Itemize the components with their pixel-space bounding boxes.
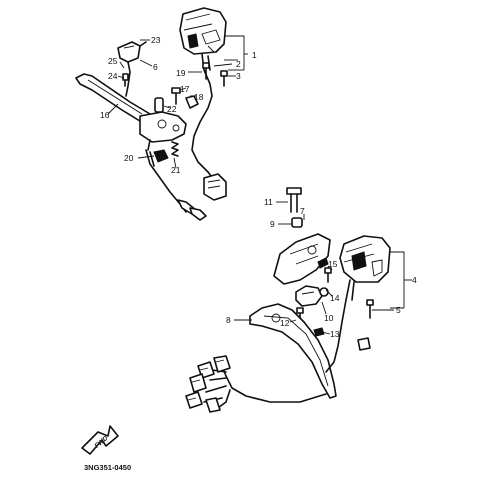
callout-4: 4	[412, 275, 417, 285]
switch-screw-19	[202, 62, 210, 80]
callout-7: 7	[300, 206, 305, 216]
callout-21: 21	[171, 165, 181, 175]
callout-20: 20	[124, 153, 134, 163]
callout-24: 24	[108, 71, 118, 81]
screw-15	[324, 267, 332, 283]
right-handlebar-switch	[339, 235, 391, 283]
nut-20	[153, 149, 169, 163]
lever-bracket	[139, 111, 187, 151]
clutch-switch-wire	[145, 149, 207, 221]
callout-15: 15	[328, 259, 338, 269]
callout-13: 13	[330, 329, 340, 339]
fwd-arrow-icon: FWD	[81, 425, 119, 455]
callout-2: 2	[236, 59, 241, 69]
callout-3: 3	[236, 71, 241, 81]
callout-14: 14	[330, 293, 340, 303]
callout-12: 12	[280, 318, 290, 328]
callout-10: 10	[324, 313, 334, 323]
switch-coupler	[203, 173, 227, 201]
callout-16: 16	[100, 110, 110, 120]
clutch-switch-screw	[122, 73, 129, 87]
nut-18	[185, 95, 199, 109]
collar-9	[291, 217, 303, 228]
callout-25: 25	[108, 56, 118, 66]
switch-screw-5	[366, 299, 374, 319]
callout-9: 9	[270, 219, 275, 229]
drawing-number: 3NG351-0450	[84, 463, 131, 472]
lever-holder-7	[273, 233, 331, 285]
callout-11: 11	[264, 197, 273, 207]
leader-lines	[107, 35, 412, 335]
callout-5: 5	[396, 305, 401, 315]
callout-18: 18	[194, 92, 204, 102]
callout-19: 19	[176, 68, 186, 78]
callout-17: 17	[180, 84, 190, 94]
callout-labels: 1 2 3 19 23 6 25 24 17 18 22 16 20 21 11…	[100, 35, 417, 339]
brake-switch-10	[295, 285, 323, 307]
callout-8: 8	[226, 315, 231, 325]
collar-22	[154, 97, 164, 113]
wire-harness	[185, 355, 327, 413]
callout-6: 6	[153, 62, 158, 72]
callout-23: 23	[151, 35, 161, 45]
washer-14	[319, 287, 329, 297]
callout-1: 1	[252, 50, 257, 60]
bolt-17	[171, 87, 181, 105]
switch-screw-3	[220, 70, 228, 87]
right-switch-wiring	[325, 279, 371, 373]
bolt-11	[286, 187, 302, 213]
spring-21	[171, 141, 179, 157]
brake-lever-8	[249, 303, 337, 399]
callout-22: 22	[167, 104, 177, 114]
nut-13	[313, 327, 325, 337]
clutch-switch	[117, 41, 147, 97]
